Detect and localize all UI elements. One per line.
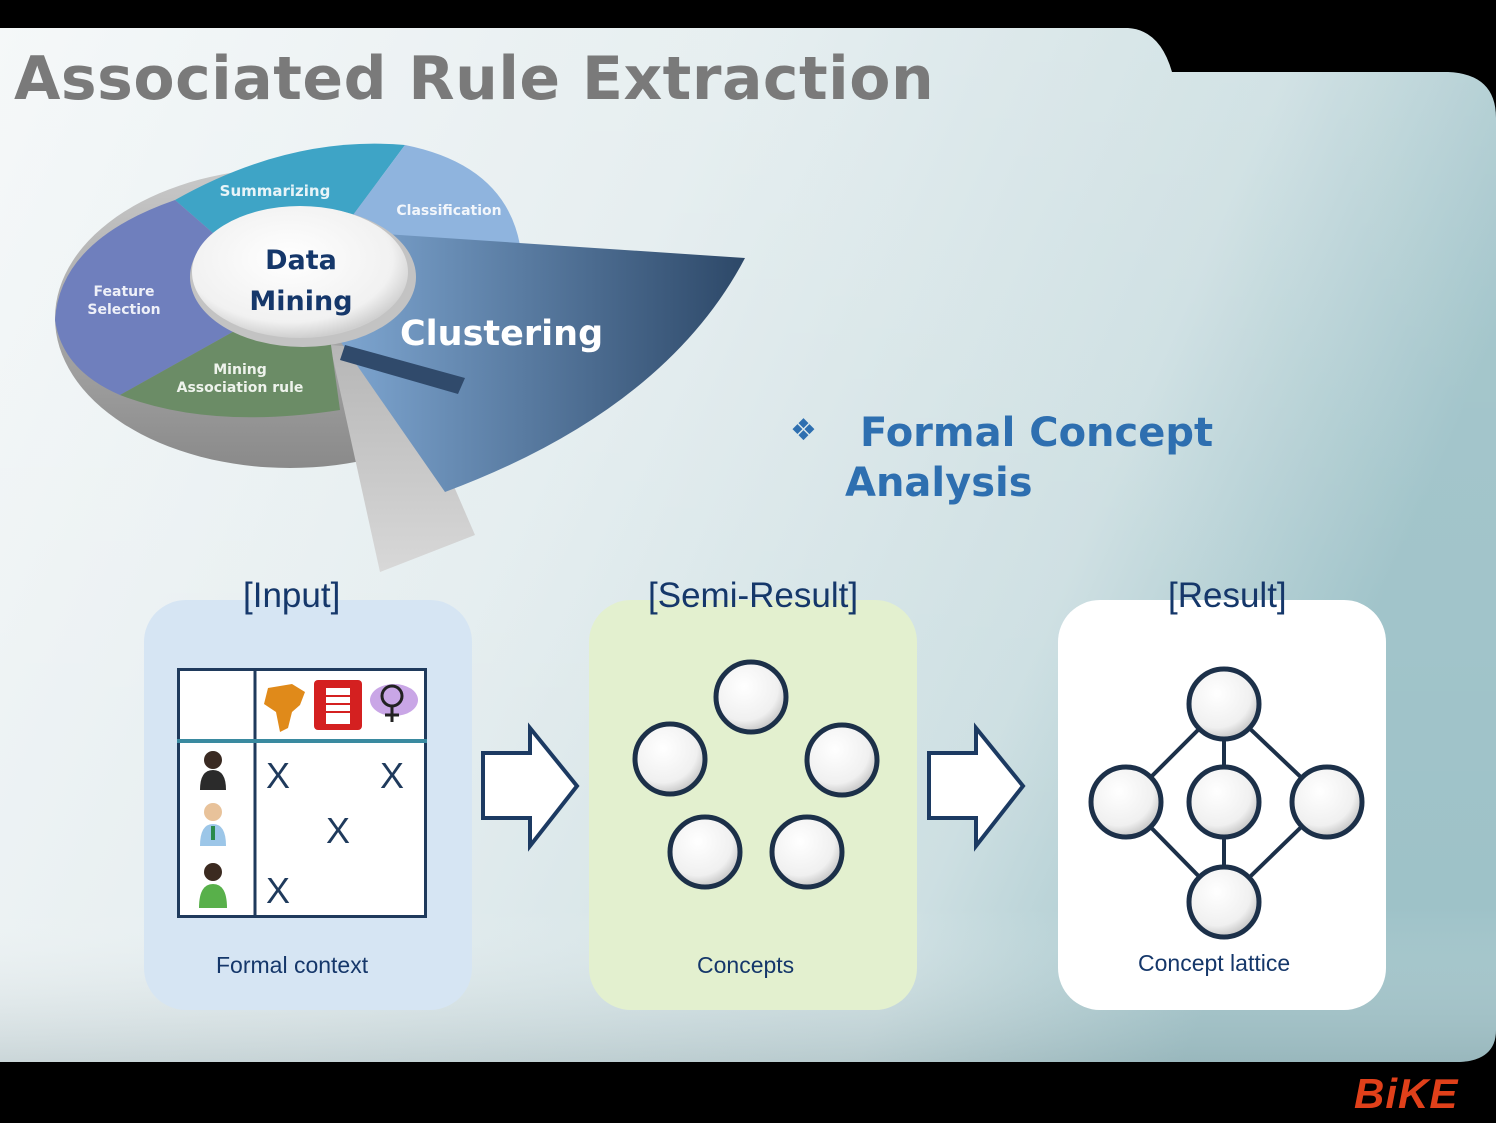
result-caption: Concept lattice: [1138, 950, 1291, 976]
context-cell-r1c1: X: [266, 755, 291, 796]
pie-label-feature-2: Selection: [87, 302, 160, 318]
result-panel: [1058, 600, 1386, 1010]
pie-center-label-1: Data: [265, 245, 337, 276]
clustering-shadow: [340, 345, 465, 394]
semi-result-panel: [589, 600, 917, 1010]
bullet-line-2: Analysis: [845, 460, 1033, 506]
result-header: [Result]: [1168, 576, 1287, 615]
context-cell-r2c2: X: [326, 810, 351, 851]
pie-label-summarizing: Summarizing: [220, 182, 331, 200]
semi-result-header: [Semi-Result]: [648, 576, 859, 615]
bullet-line-1: Formal Concept: [860, 410, 1214, 456]
input-caption: Formal context: [216, 952, 369, 978]
pulled-wedge: [330, 345, 475, 572]
bike-logo: BiKE: [1354, 1070, 1459, 1117]
context-cell-r3c1: X: [266, 870, 291, 911]
input-header: [Input]: [243, 576, 341, 615]
semi-result-caption: Concepts: [697, 952, 795, 978]
pie-label-feature-1: Feature: [94, 284, 155, 300]
pie-label-clustering: Clustering: [400, 314, 603, 354]
pie-center: [192, 206, 408, 338]
pie-label-mining-1: Mining: [213, 362, 266, 378]
slide-title: Associated Rule Extraction: [14, 44, 935, 114]
pie-sector-clustering: [338, 232, 745, 492]
diamond-bullet-icon: ❖: [790, 413, 817, 448]
data-mining-pie: Data Mining Summarizing Classification F…: [55, 143, 745, 572]
pie-sector-feature-selection: [55, 200, 290, 395]
pie-label-classification: Classification: [396, 203, 501, 219]
pie-center-label-2: Mining: [249, 286, 352, 317]
context-cell-r1c3: X: [380, 755, 405, 796]
pie-label-mining-2: Association rule: [177, 380, 304, 396]
